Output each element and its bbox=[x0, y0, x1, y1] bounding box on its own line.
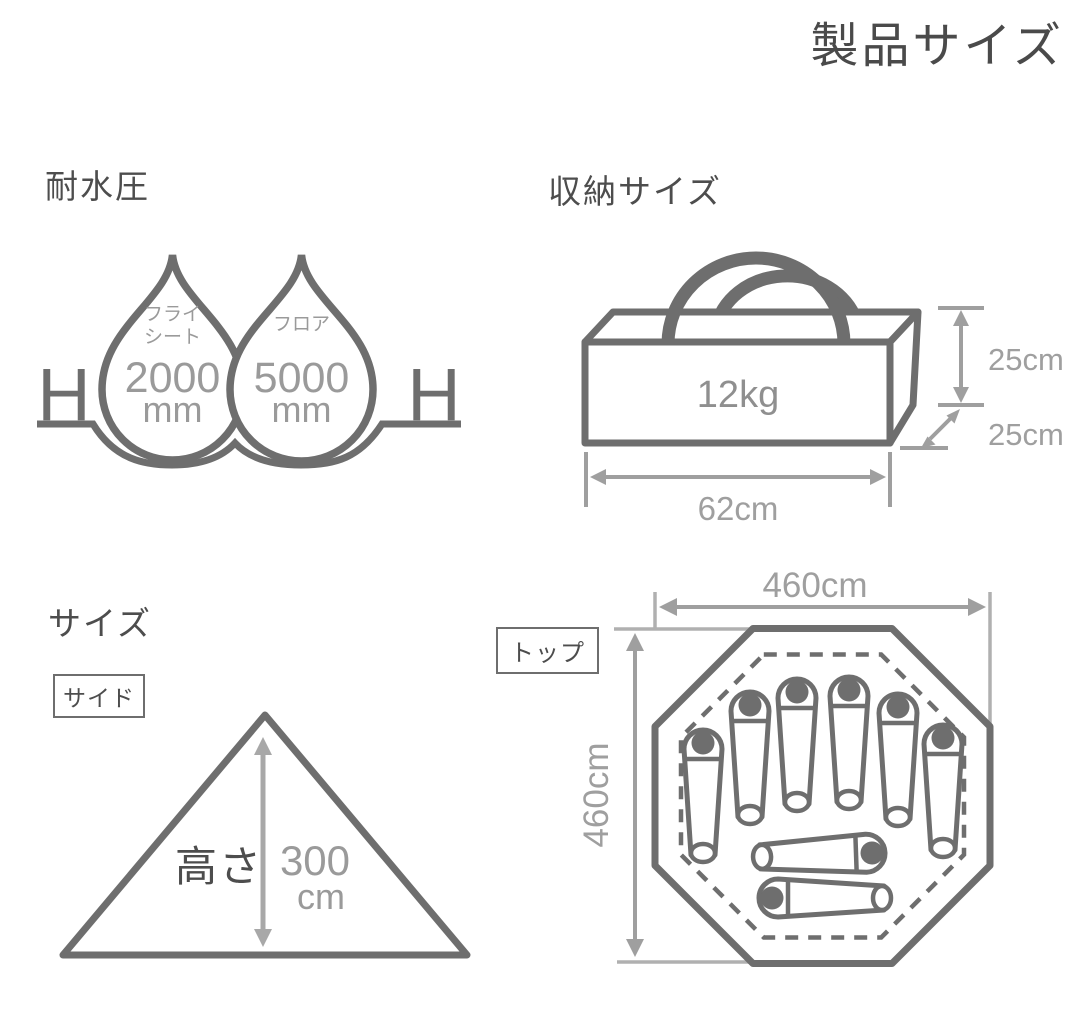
water-drop-flysheet-icon bbox=[98, 254, 247, 464]
water-resistance-heading: 耐水圧 bbox=[45, 168, 150, 205]
flysheet-unit: mm bbox=[143, 389, 203, 430]
storage-bag-diagram: 12kg 25cm 25cm 62cm bbox=[581, 251, 1064, 527]
tent-height-value: 300 bbox=[280, 837, 350, 884]
storage-size-heading: 収納サイズ bbox=[548, 173, 723, 210]
bag-height-value: 25cm bbox=[988, 342, 1064, 377]
arrow-down-icon bbox=[254, 929, 272, 947]
arrow-up-icon bbox=[953, 310, 969, 326]
top-view-label: トップ bbox=[496, 627, 599, 674]
tent-height-dimension bbox=[254, 737, 272, 947]
inner-floor-dashed-outline bbox=[678, 652, 967, 940]
water-resistance-diagram: H H フライ シート 2000 mm フロア 5000 mm bbox=[37, 254, 461, 469]
bag-height-dimension bbox=[938, 306, 984, 407]
sleeping-bag-icon bbox=[879, 694, 917, 826]
floor-width-dimension bbox=[659, 598, 986, 616]
sleeping-bag-icon bbox=[778, 679, 816, 811]
sleeping-bag-icon bbox=[830, 677, 868, 809]
size-heading: サイズ bbox=[48, 605, 153, 642]
extension-lines bbox=[614, 592, 992, 964]
bag-depth-value: 25cm bbox=[988, 417, 1064, 452]
arrow-down-icon bbox=[953, 387, 969, 403]
arrow-up-icon bbox=[254, 737, 272, 755]
flysheet-rating: フライ シート 2000 mm bbox=[125, 304, 221, 430]
flysheet-label-line1: フライ bbox=[144, 304, 201, 325]
floor-depth-dimension bbox=[626, 633, 644, 957]
arrow-right-icon bbox=[968, 598, 986, 616]
bag-width-dimension bbox=[584, 452, 892, 507]
bag-back-handle-icon bbox=[709, 269, 863, 330]
floor-rating: フロア 5000 mm bbox=[254, 314, 350, 430]
floor-value: 5000 bbox=[254, 354, 350, 402]
arrow-up-icon bbox=[626, 633, 644, 651]
bag-depth-dimension bbox=[900, 409, 960, 450]
tent-height-unit: cm bbox=[297, 876, 345, 917]
water-drop-floor-icon bbox=[226, 254, 377, 465]
arrow-upright-icon bbox=[946, 409, 960, 424]
floor-label: フロア bbox=[273, 314, 330, 335]
arrow-down-icon bbox=[626, 939, 644, 957]
page-title: 製品サイズ bbox=[810, 20, 1064, 73]
side-view-label-text: サイド bbox=[63, 685, 135, 711]
side-view-diagram: 高さ 300 cm bbox=[59, 711, 471, 959]
bag-front-handle-icon bbox=[661, 251, 851, 345]
top-view-label-text: トップ bbox=[510, 640, 585, 667]
sleeping-bag-icon bbox=[759, 879, 891, 917]
hydrostatic-h-left: H bbox=[37, 353, 90, 436]
hydrostatic-h-right: H bbox=[407, 353, 460, 436]
waterline-icon bbox=[37, 420, 461, 469]
bag-width-value: 62cm bbox=[698, 490, 779, 527]
floor-unit: mm bbox=[272, 389, 332, 430]
arrow-left-icon bbox=[659, 598, 677, 616]
tent-height-label: 高さ bbox=[175, 843, 263, 890]
floor-depth-value: 460cm bbox=[577, 742, 616, 847]
floor-width-value: 460cm bbox=[762, 566, 867, 605]
sleeping-bag-icon bbox=[731, 692, 769, 824]
top-view-diagram: 460cm 460cm bbox=[577, 566, 994, 967]
side-view-label: サイド bbox=[53, 674, 145, 718]
sleeping-bag-icon bbox=[924, 725, 962, 857]
bag-weight-value: 12kg bbox=[697, 374, 779, 416]
arrow-left-icon bbox=[590, 469, 606, 485]
arrow-downleft-icon bbox=[921, 436, 936, 448]
arrow-right-icon bbox=[870, 469, 886, 485]
sleeping-bag-icon bbox=[684, 730, 722, 862]
flysheet-label-line2: シート bbox=[144, 327, 201, 348]
flysheet-value: 2000 bbox=[125, 354, 221, 402]
